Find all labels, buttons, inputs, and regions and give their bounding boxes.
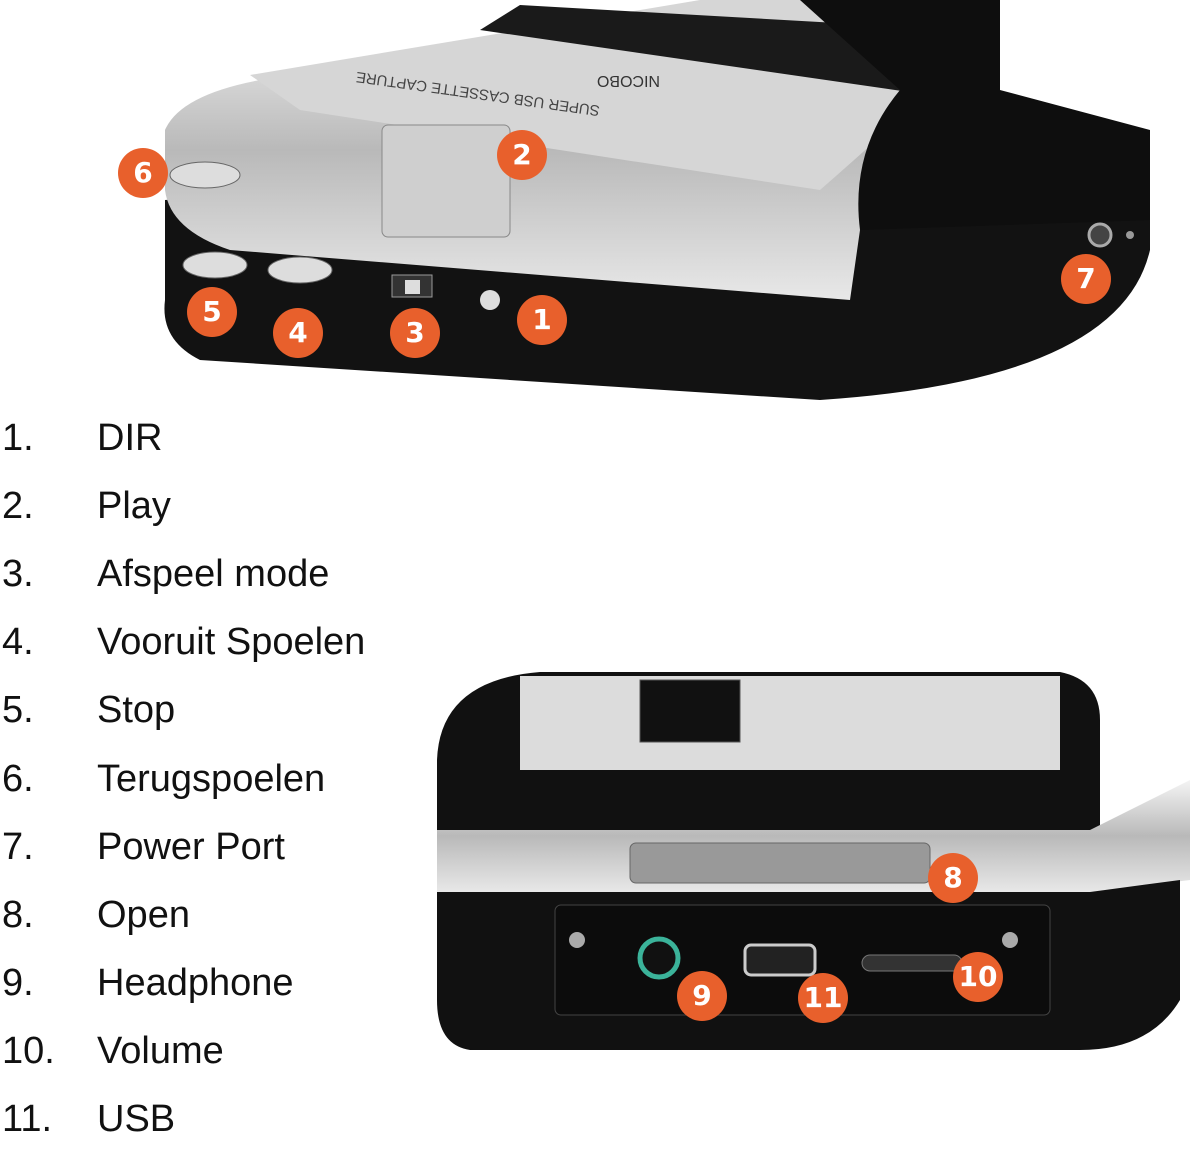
legend-item: 7. Power Port bbox=[0, 813, 365, 881]
legend-number: 8. bbox=[2, 893, 34, 936]
badge-8: 8 bbox=[928, 853, 978, 903]
legend-label: Terugspoelen bbox=[97, 757, 326, 800]
badge-4: 4 bbox=[273, 308, 323, 358]
legend-number: 4. bbox=[2, 621, 34, 664]
legend-label: Open bbox=[97, 893, 190, 936]
legend-number: 9. bbox=[2, 962, 34, 1005]
legend-item: 2. Play bbox=[0, 472, 365, 540]
legend-item: 9. Headphone bbox=[0, 950, 365, 1018]
badge-10: 10 bbox=[953, 952, 1003, 1002]
badge-1: 1 bbox=[517, 295, 567, 345]
legend-number: 10. bbox=[2, 1030, 55, 1073]
legend-number: 5. bbox=[2, 689, 34, 732]
legend-label: USB bbox=[97, 1098, 176, 1141]
badge-2: 2 bbox=[497, 130, 547, 180]
legend-number: 11. bbox=[2, 1098, 53, 1141]
badge-11: 11 bbox=[798, 973, 848, 1023]
legend-item: 3. Afspeel mode bbox=[0, 540, 365, 608]
legend-number: 7. bbox=[2, 825, 34, 868]
legend-item: 11. USB bbox=[0, 1086, 365, 1154]
badge-3: 3 bbox=[390, 308, 440, 358]
legend-label: Afspeel mode bbox=[97, 552, 330, 595]
brand-logo: NICOBO bbox=[597, 72, 660, 89]
legend-label: Stop bbox=[97, 689, 176, 732]
legend-list: 1. DIR 2. Play 3. Afspeel mode 4. Vooruit Sp… bbox=[0, 404, 365, 1154]
badge-6: 6 bbox=[118, 148, 168, 198]
legend-item: 5. Stop bbox=[0, 677, 365, 745]
legend-label: Volume bbox=[97, 1030, 224, 1073]
badge-7: 7 bbox=[1061, 254, 1111, 304]
legend-number: 1. bbox=[2, 416, 34, 459]
legend-item: 4. Vooruit Spoelen bbox=[0, 609, 365, 677]
legend-label: Power Port bbox=[97, 825, 285, 868]
legend-number: 2. bbox=[2, 484, 34, 527]
legend-label: Headphone bbox=[97, 962, 294, 1005]
legend-label: Vooruit Spoelen bbox=[97, 621, 366, 664]
legend-number: 6. bbox=[2, 757, 34, 800]
legend-item: 10. Volume bbox=[0, 1018, 365, 1086]
badge-9: 9 bbox=[677, 971, 727, 1021]
badge-5: 5 bbox=[187, 287, 237, 337]
legend-label: Play bbox=[97, 484, 171, 527]
legend-label: DIR bbox=[97, 416, 163, 459]
legend-item: 8. Open bbox=[0, 881, 365, 949]
legend-item: 6. Terugspoelen bbox=[0, 745, 365, 813]
legend-number: 3. bbox=[2, 552, 34, 595]
legend-item: 1. DIR bbox=[0, 404, 365, 472]
